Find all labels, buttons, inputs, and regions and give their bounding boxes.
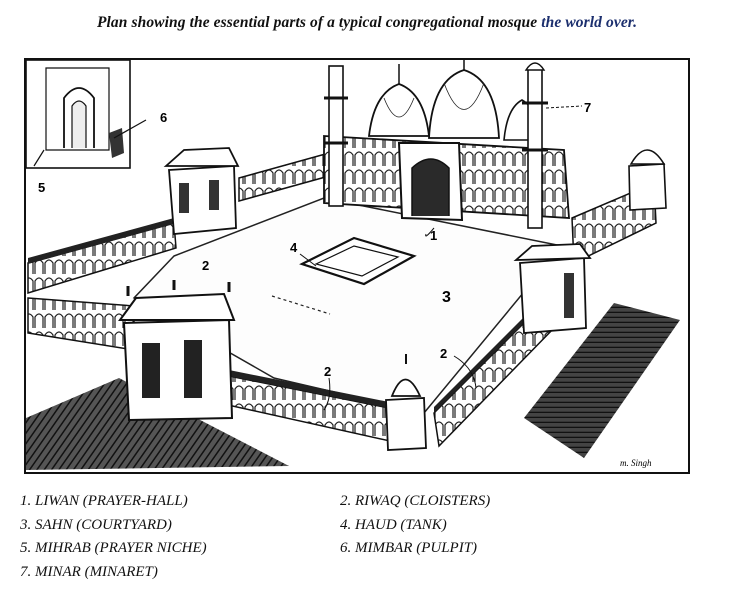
legend-item-3: 3. SAHN (COURTYARD) [20, 516, 172, 533]
callout-2-front: 2 [324, 364, 331, 379]
legend-item-5: 5. MIHRAB (PRAYER NICHE) [20, 540, 207, 556]
pavilion-back-left [163, 147, 240, 235]
page-title: Plan showing the essential parts of a ty… [0, 14, 734, 32]
pavilion-right [513, 243, 592, 334]
leader-riwaq-right [453, 355, 477, 389]
legend-item-1: 1. LIWAN (PRAYER-HALL) [20, 493, 188, 509]
inset-mihrab-mimbar [25, 59, 147, 169]
pavilion-front-right [385, 354, 427, 451]
callout-2-right: 2 [440, 346, 447, 361]
scale-mark [271, 295, 331, 315]
callout-6: 6 [160, 110, 167, 125]
pavilion-far-right [628, 149, 667, 211]
leader-riwaq-front [323, 377, 331, 411]
leader-liwan [425, 227, 435, 237]
liwan-prayer-hall [323, 60, 570, 222]
callout-1: 1 [430, 228, 437, 243]
legend-row: 1. LIWAN (PRAYER-HALL) 2. RIWAQ (CLOISTE… [20, 490, 640, 514]
legend-row: 7. MINAR (MINARET) [20, 561, 640, 585]
callout-4: 4 [290, 240, 298, 255]
title-tail: the world over. [541, 14, 638, 31]
legend-item-4: 4. HAUD (TANK) [340, 516, 447, 533]
title-main: Plan showing the essential parts of a ty… [96, 14, 538, 31]
ground-left [26, 378, 289, 470]
callout-3: 3 [442, 289, 451, 306]
legend: 1. LIWAN (PRAYER-HALL) 2. RIWAQ (CLOISTE… [20, 490, 640, 584]
legend-item-2: 2. RIWAQ (CLOISTERS) [340, 493, 491, 509]
minar-left [324, 65, 348, 207]
stair-right [524, 303, 680, 458]
callout-7: 7 [584, 100, 591, 115]
riwaq-cloisters [27, 152, 657, 448]
leader-minar [545, 105, 583, 109]
haud-tank [299, 236, 417, 286]
pavilion-front-left [118, 280, 236, 422]
legend-item-7: 7. MINAR (MINARET) [20, 563, 158, 580]
legend-item-6: 6. MIMBAR (PULPIT) [340, 540, 478, 556]
mosque-diagram: 5 6 7 1 2 2 2 3 4 m. Singh [24, 58, 690, 474]
artist-signature: m. Singh [620, 458, 652, 468]
legend-row: 3. SAHN (COURTYARD) 4. HAUD (TANK) [20, 514, 640, 538]
legend-row: 5. MIHRAB (PRAYER NICHE) 6. MIMBAR (PULP… [20, 537, 640, 561]
leader-haud [299, 253, 317, 267]
callout-5: 5 [38, 180, 45, 195]
minar-right [522, 62, 548, 229]
callout-2-left: 2 [202, 258, 209, 273]
